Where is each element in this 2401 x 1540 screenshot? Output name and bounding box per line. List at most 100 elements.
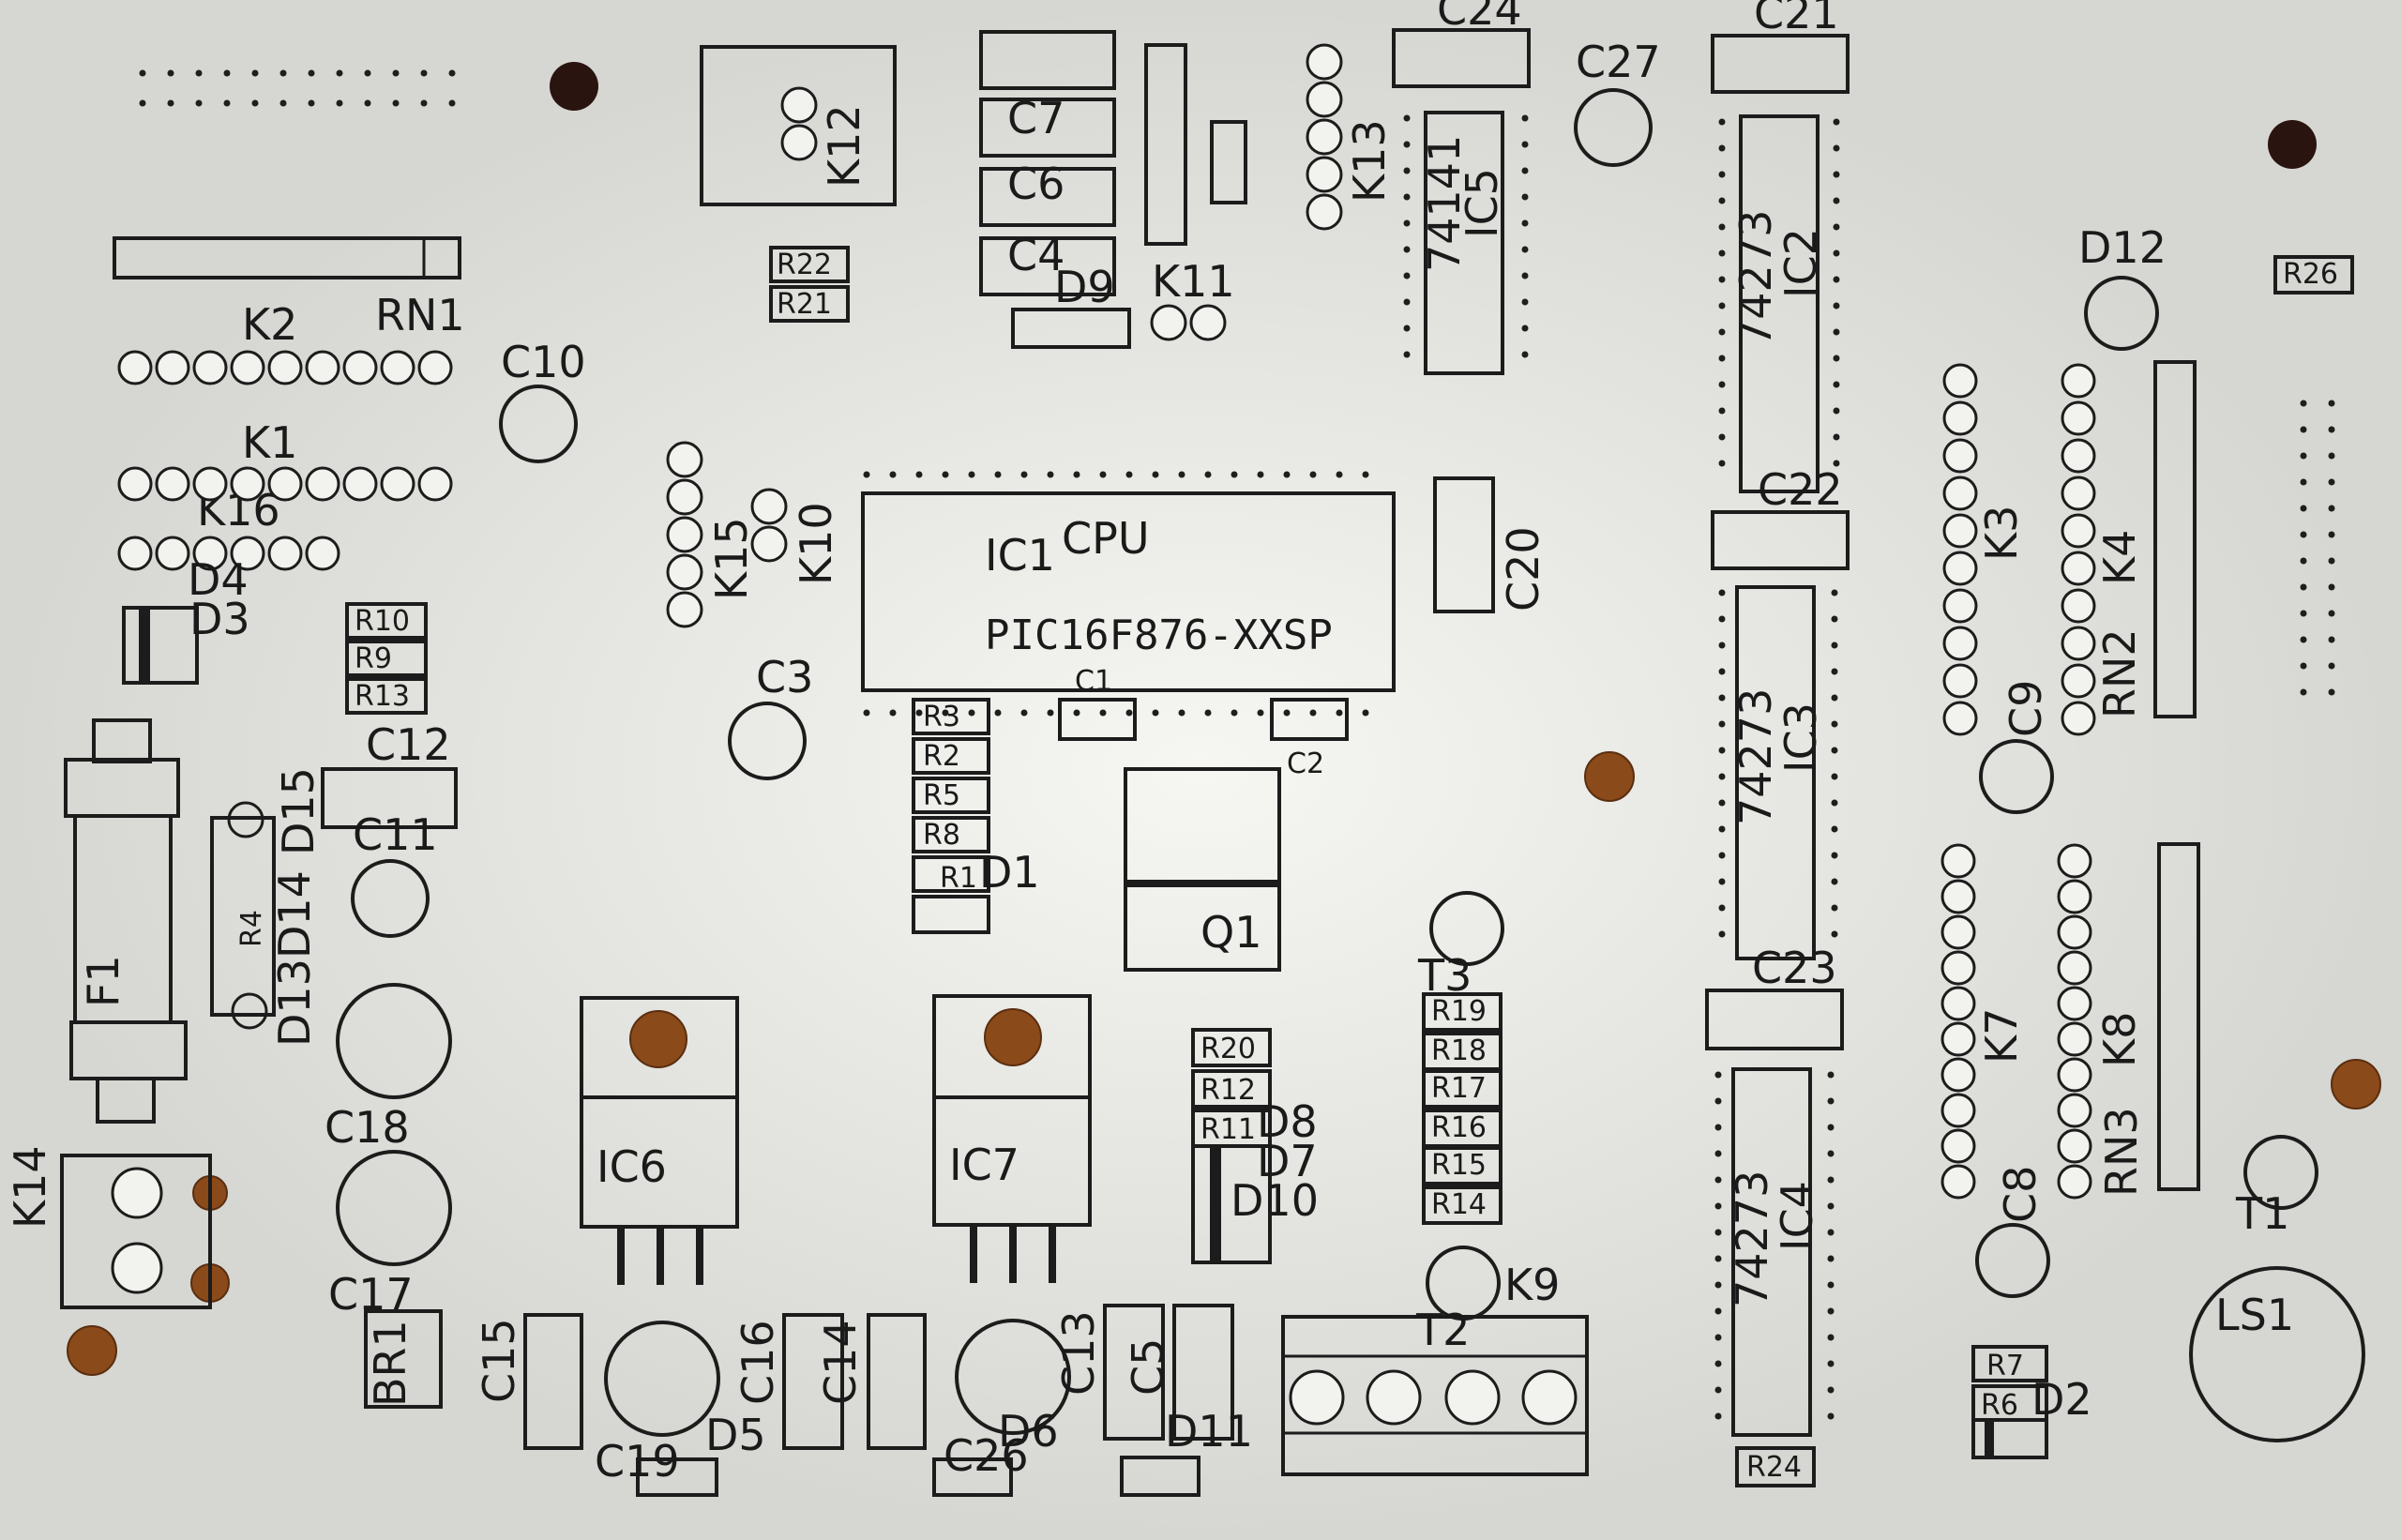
label-k8: K8 — [2094, 1012, 2145, 1067]
via-dot — [1204, 471, 1212, 478]
label-c7: C7 — [1007, 93, 1065, 143]
via-dot — [1827, 1255, 1835, 1262]
via-dot — [1403, 325, 1411, 332]
via-dot — [968, 709, 975, 717]
k1-pad — [155, 466, 190, 502]
k8-pad — [2057, 1128, 2092, 1164]
via-dot — [1827, 1360, 1835, 1367]
via-dot — [1257, 709, 1264, 717]
via-dot — [915, 709, 923, 717]
via-dot — [1831, 799, 1838, 807]
c3-capacitor: C3 — [728, 652, 813, 780]
via-dot — [1827, 1176, 1835, 1184]
k7-pad — [1940, 879, 1976, 914]
via-dot — [942, 471, 949, 478]
c10-capacitor: C10 — [499, 337, 586, 463]
k16-pad — [155, 536, 190, 571]
r21-r22-resistors: R22 R21 — [769, 246, 850, 323]
label-r2: R2 — [923, 740, 960, 773]
via-dot — [1718, 930, 1726, 938]
k1-pad — [230, 466, 265, 502]
label-c6: C6 — [1007, 159, 1065, 209]
via-dot — [1521, 219, 1529, 227]
via-dot — [1833, 407, 1840, 415]
k7-pad — [1940, 1128, 1976, 1164]
k9-t2-terminal: K9 T2 — [1281, 1246, 1589, 1476]
via-dot — [1714, 1412, 1722, 1420]
via-dot — [167, 99, 174, 107]
via-dot — [1714, 1386, 1722, 1394]
label-c4: C4 — [1007, 230, 1065, 280]
k8-pad — [2057, 1057, 2092, 1093]
k16-pad — [305, 536, 340, 571]
via-dot — [2300, 557, 2307, 565]
ic5-74141: C24 IC5 74141 — [1392, 0, 1531, 375]
via-dot — [1718, 302, 1726, 310]
via-dot — [1283, 709, 1291, 717]
label-r9: R9 — [355, 642, 392, 675]
via-dot — [1833, 328, 1840, 336]
via-dot — [1152, 709, 1159, 717]
via-dot — [2300, 478, 2307, 486]
via-dot — [448, 99, 456, 107]
k4-pad — [2061, 626, 2096, 661]
via-dot — [1718, 878, 1726, 885]
label-r22: R22 — [777, 249, 832, 281]
label-ls1: LS1 — [2215, 1290, 2294, 1340]
via-dot — [1833, 249, 1840, 257]
k4-pad — [2061, 551, 2096, 586]
k8-pad — [2057, 950, 2092, 986]
k7-pad — [1940, 843, 1976, 879]
label-r6: R6 — [1981, 1389, 2018, 1422]
via-dot — [1362, 709, 1369, 717]
label-k12: K12 — [819, 104, 869, 188]
via-dot — [2328, 583, 2335, 591]
label-d5: D5 — [705, 1410, 766, 1460]
label-ic3-part: 74273 — [1730, 688, 1781, 825]
k8-pad — [2057, 1093, 2092, 1128]
via-dot — [1309, 471, 1317, 478]
via-dot — [1073, 709, 1080, 717]
via-dot — [448, 69, 456, 77]
label-r17: R17 — [1431, 1072, 1487, 1105]
label-c8: C8 — [1995, 1166, 2046, 1223]
via-dot — [2328, 688, 2335, 696]
label-ic7: IC7 — [949, 1140, 1019, 1190]
label-d11: D11 — [1165, 1406, 1253, 1457]
label-d6: D6 — [998, 1406, 1059, 1457]
via-dot — [1718, 433, 1726, 441]
via-dot — [2328, 662, 2335, 670]
ic1-cpu-pic16f876: IC1 CPU PIC16F876-XXSP — [861, 491, 1396, 692]
k2-pad — [117, 350, 153, 385]
via-dots — [139, 69, 2335, 1420]
label-r1: R1 — [940, 862, 977, 895]
via-dot — [2300, 583, 2307, 591]
k3-pad — [1942, 701, 1978, 736]
label-c15: C15 — [474, 1318, 524, 1403]
via-dot — [1833, 276, 1840, 283]
k3-k4-rn2: K3 K4 RN2 C9 — [1976, 360, 2197, 814]
label-r20: R20 — [1200, 1033, 1256, 1065]
k1-header: K1 — [242, 417, 297, 468]
label-ic2-part: 74273 — [1730, 210, 1781, 347]
via-dot — [2328, 478, 2335, 486]
via-dot — [1521, 351, 1529, 358]
label-c27: C27 — [1576, 37, 1661, 87]
via-dot — [1827, 1097, 1835, 1105]
via-dot — [1718, 773, 1726, 780]
via-dot — [1718, 249, 1726, 257]
via-dot — [1125, 471, 1133, 478]
via-dot — [1403, 114, 1411, 122]
label-d9: D9 — [1054, 262, 1115, 312]
via-dot — [1073, 471, 1080, 478]
via-dot — [1714, 1281, 1722, 1289]
via-dot — [2300, 400, 2307, 407]
via-dot — [1714, 1150, 1722, 1157]
via-dot — [1827, 1281, 1835, 1289]
label-c12: C12 — [366, 719, 451, 770]
label-r11: R11 — [1200, 1113, 1256, 1146]
via-dot — [1714, 1124, 1722, 1131]
k16-pad — [117, 536, 153, 571]
k4-pad — [2061, 438, 2096, 474]
k7-pad — [1940, 1021, 1976, 1057]
